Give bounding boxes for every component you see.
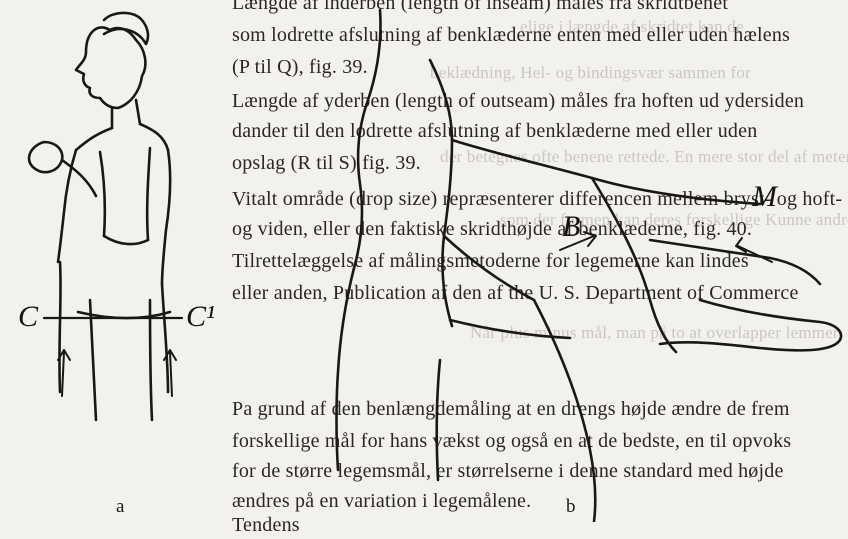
figure-caption-a: a	[116, 496, 124, 518]
torso-neck-outline	[430, 60, 452, 326]
boy-fist	[29, 142, 62, 172]
figure-letter-b: B	[562, 210, 580, 244]
arm-upper	[592, 178, 676, 352]
boy-shoulders	[76, 124, 168, 150]
boy-waist	[104, 236, 148, 244]
boy-left-arm	[58, 150, 76, 262]
boy-head	[76, 27, 145, 108]
arrow-up-right	[164, 350, 176, 396]
arrow-m	[736, 238, 772, 262]
figure-a-measure	[44, 318, 182, 396]
torso-front	[534, 300, 595, 522]
figure-illustration	[0, 0, 848, 522]
boy-right-arm	[162, 150, 170, 284]
arm-lower	[650, 240, 820, 284]
figure-letter-m: M	[752, 180, 777, 214]
shoulder-line	[452, 140, 760, 204]
figure-b-measure	[560, 232, 772, 262]
torso-mid	[437, 360, 440, 480]
figure-a-boy-drawing	[29, 13, 170, 420]
boy-undershirt	[100, 148, 150, 240]
hand	[660, 300, 841, 350]
chest-lines	[444, 236, 570, 338]
figure-letter-c1: C¹	[186, 300, 215, 334]
torso-back-outline	[337, 10, 381, 470]
figure-letter-c: C	[18, 300, 38, 334]
figure-b-torso-drawing	[337, 10, 842, 522]
figure-caption-b: b	[566, 496, 576, 518]
scanned-page: elige i længde af skridtet kan de beklæd…	[0, 0, 848, 522]
